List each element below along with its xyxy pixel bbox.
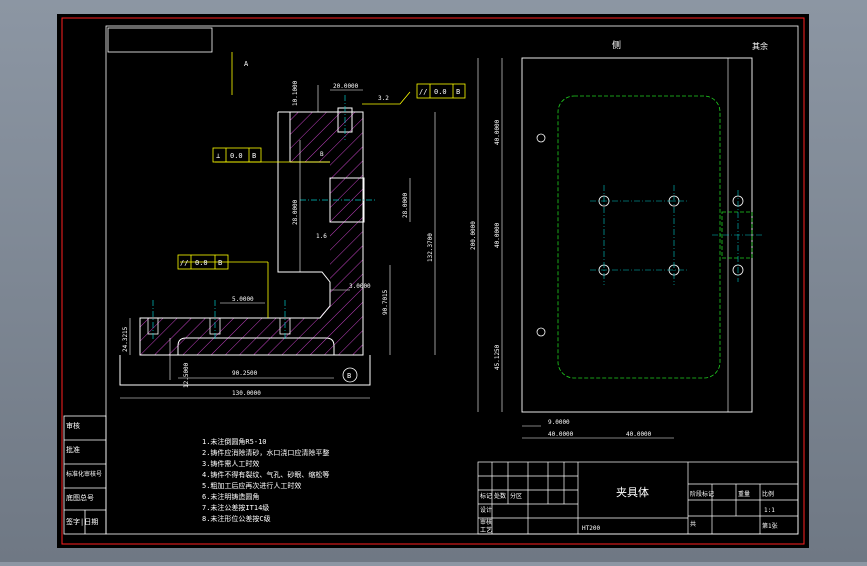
note-3: 3.铸件需人工时效 bbox=[202, 459, 259, 468]
dim-right-lower: 90.7015 bbox=[382, 289, 389, 315]
technical-notes: 1.未注倒圆角R5-10 2.铸件应消除清砂，水口浇口应清除平整 3.铸件需人工… bbox=[202, 437, 329, 523]
roughness-1: 3.2 bbox=[378, 95, 389, 102]
dim-rv-upper: 40.0000 bbox=[494, 119, 501, 145]
note-7: 7.未注公差按IT14级 bbox=[202, 503, 269, 512]
drawing-sheet bbox=[57, 14, 809, 548]
tolerance-frame-2: ⊥ 0.0 B bbox=[212, 147, 262, 163]
left-block-label-2: 批准 bbox=[66, 445, 80, 454]
tol-3-ref: B bbox=[218, 259, 222, 267]
dim-slot-height: 28.0000 bbox=[402, 192, 409, 218]
tb-scale: 1:1 bbox=[764, 507, 775, 514]
tol-1-ref: B bbox=[456, 88, 460, 96]
dim-rv-w2: 40.0000 bbox=[548, 431, 574, 438]
dim-slot-small: 12.5000 bbox=[183, 362, 190, 388]
dim-rv-lower: 45.1250 bbox=[494, 344, 501, 370]
tol-1-value: 0.0 bbox=[434, 88, 447, 96]
tb-material: HT200 bbox=[582, 525, 600, 532]
dim-right-total: 132.3700 bbox=[427, 233, 434, 262]
drawing-title: 夹具体 bbox=[616, 485, 649, 499]
tb-row-label-4: 设计 bbox=[480, 506, 492, 514]
left-block-label-3: 标准化审核号 bbox=[66, 470, 102, 478]
top-left-label-box bbox=[107, 27, 213, 53]
dim-rv-total: 200.0000 bbox=[470, 221, 477, 250]
side-view bbox=[521, 57, 762, 413]
tb-row-label-3: 分区 bbox=[510, 492, 522, 500]
left-side-block bbox=[63, 415, 107, 535]
inner-frame bbox=[105, 25, 799, 535]
tb-header-2: 重量 bbox=[738, 490, 750, 498]
tb-sheet: 第1张 bbox=[762, 522, 778, 530]
dim-left-mid: 5.0000 bbox=[232, 296, 254, 303]
dim-base-len: 130.0000 bbox=[232, 390, 261, 397]
tb-row-label-6: 工艺 bbox=[480, 526, 492, 534]
part-outline bbox=[119, 107, 371, 386]
dim-rv-w3: 40.0000 bbox=[626, 431, 652, 438]
tb-header-4: 共 bbox=[690, 520, 696, 528]
left-block-label-4: 底图总号 bbox=[66, 493, 94, 502]
side-view-title: 侧 bbox=[612, 39, 621, 51]
tb-header-3: 比例 bbox=[762, 490, 774, 498]
tolerance-frame-1: // 0.0 B bbox=[416, 83, 466, 99]
note-4: 4.铸件不得有裂纹、气孔、砂眼、缩松等 bbox=[202, 470, 329, 479]
note-8: 8.未注形位公差按C级 bbox=[202, 514, 271, 523]
note-1: 1.未注倒圆角R5-10 bbox=[202, 437, 267, 446]
tb-row-label-2: 处数 bbox=[494, 492, 506, 500]
roughness-2: 1.6 bbox=[316, 233, 327, 240]
section-hatch bbox=[140, 112, 363, 355]
datum-circle bbox=[342, 367, 358, 383]
dim-top-height: 10.1000 bbox=[292, 80, 299, 106]
base-bolt-centers bbox=[152, 95, 375, 340]
tol-2-symbol: ⊥ bbox=[216, 152, 220, 160]
dim-left-height: 28.0000 bbox=[292, 199, 299, 225]
left-block-label-5: 签字|日期 bbox=[66, 517, 98, 526]
front-view: B bbox=[119, 95, 375, 386]
tol-2-ref: B bbox=[252, 152, 256, 160]
note-6: 6.未注明铸造圆角 bbox=[202, 492, 259, 501]
tol-3-value: 0.0 bbox=[195, 259, 208, 267]
front-dimension-lines bbox=[120, 85, 436, 399]
dim-rv-w1: 9.0000 bbox=[548, 419, 570, 426]
tb-header-1: 阶段标记 bbox=[690, 490, 714, 498]
tb-row-label-1: 标记 bbox=[480, 492, 492, 500]
datum-circle-label: B bbox=[347, 372, 351, 380]
tolerance-frame-3: // 0.0 B bbox=[177, 254, 229, 270]
datum-label-a: A bbox=[244, 60, 249, 68]
dim-base-height: 24.3215 bbox=[122, 326, 129, 352]
tol-3-symbol: // bbox=[180, 259, 188, 267]
side-centerlines bbox=[590, 185, 762, 285]
note-5: 5.粗加工后应再次进行人工时效 bbox=[202, 481, 301, 490]
dim-slot-len: 90.2500 bbox=[232, 370, 258, 377]
tol-2-value: 0.0 bbox=[230, 152, 243, 160]
datum-label-b: B bbox=[320, 151, 324, 158]
dim-rv-mid: 40.0000 bbox=[494, 222, 501, 248]
side-dimension-lines bbox=[477, 58, 674, 439]
dim-top-width: 20.0000 bbox=[333, 83, 359, 90]
tb-row-label-5: 审核 bbox=[480, 518, 492, 526]
other-roughness-mark: 其余 bbox=[752, 41, 768, 51]
dim-mid-small: 3.0000 bbox=[349, 283, 371, 290]
title-block bbox=[477, 461, 799, 535]
tol-1-symbol: // bbox=[419, 88, 427, 96]
note-2: 2.铸件应消除清砂，水口浇口应清除平整 bbox=[202, 448, 329, 457]
outer-frame bbox=[61, 17, 805, 545]
left-block-label-1: 审核 bbox=[66, 421, 80, 430]
